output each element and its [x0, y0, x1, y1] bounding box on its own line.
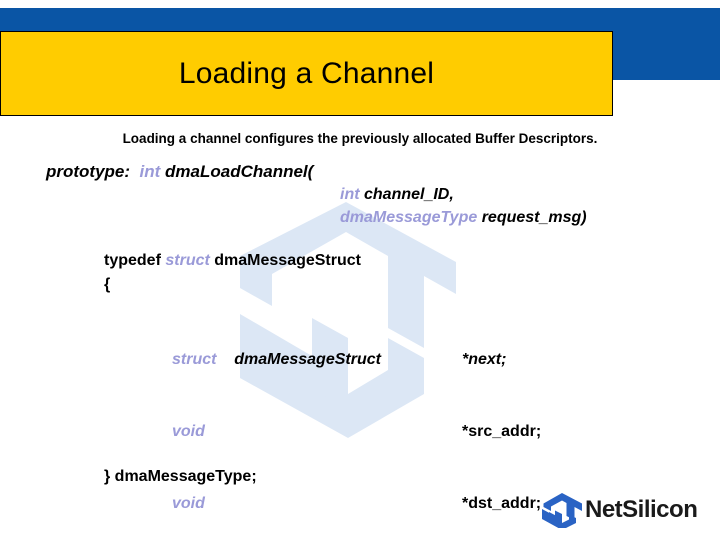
struct-member-type-1: void	[172, 423, 205, 440]
prototype-label: prototype:	[46, 162, 131, 181]
prototype-param-1-name: channel_ID,	[364, 186, 454, 203]
typedef-header: typedef struct dmaMessageStruct	[104, 252, 361, 270]
struct-member-types-column: struct dmaMessageStruct void void long l…	[172, 300, 381, 540]
prototype-param-2-type: dmaMessageType	[340, 209, 478, 226]
typedef-brace-close: } dmaMessageType;	[104, 468, 257, 485]
struct-member-type-0: struct dmaMessageStruct	[172, 348, 381, 372]
typedef-struct-keyword: struct	[165, 252, 210, 269]
prototype-line-1: prototype: int dmaLoadChannel(	[46, 160, 313, 184]
prototype-param-1: int channel_ID,	[340, 186, 454, 204]
prototype-param-2-name: request_msg)	[481, 209, 587, 226]
prototype-spacer	[130, 162, 139, 181]
struct-member-type-keyword-0: struct	[172, 351, 217, 368]
typedef-brace-open: {	[104, 276, 111, 293]
struct-member-name-1: *src_addr;	[462, 423, 542, 440]
netsilicon-arrow-icon	[542, 493, 582, 528]
prototype-function-name: dmaLoadChannel(	[165, 162, 314, 181]
slide-subtitle: Loading a channel configures the previou…	[122, 131, 598, 146]
slide-title-box: Loading a Channel	[0, 31, 613, 116]
struct-member-name-0: *next;	[462, 351, 507, 368]
logo-wordmark: NetSilicon	[585, 496, 698, 523]
struct-member-type-2: void	[172, 495, 205, 512]
struct-member-name-2: *dst_addr;	[462, 495, 542, 512]
netsilicon-logo: NetSilicon	[541, 489, 711, 531]
prototype-param-2: dmaMessageType request_msg)	[340, 209, 587, 227]
prototype-return-type: int	[139, 162, 161, 181]
typedef-keyword: typedef	[104, 252, 161, 269]
typedef-struct-name: dmaMessageStruct	[214, 252, 361, 269]
struct-member-type-name-0: dmaMessageStruct	[234, 351, 381, 368]
struct-member-names-column: *next; *src_addr; *dst_addr; length; sta…	[462, 300, 555, 540]
page-title: Loading a Channel	[178, 56, 435, 90]
sp	[216, 351, 234, 368]
prototype-param-1-type: int	[340, 186, 360, 203]
